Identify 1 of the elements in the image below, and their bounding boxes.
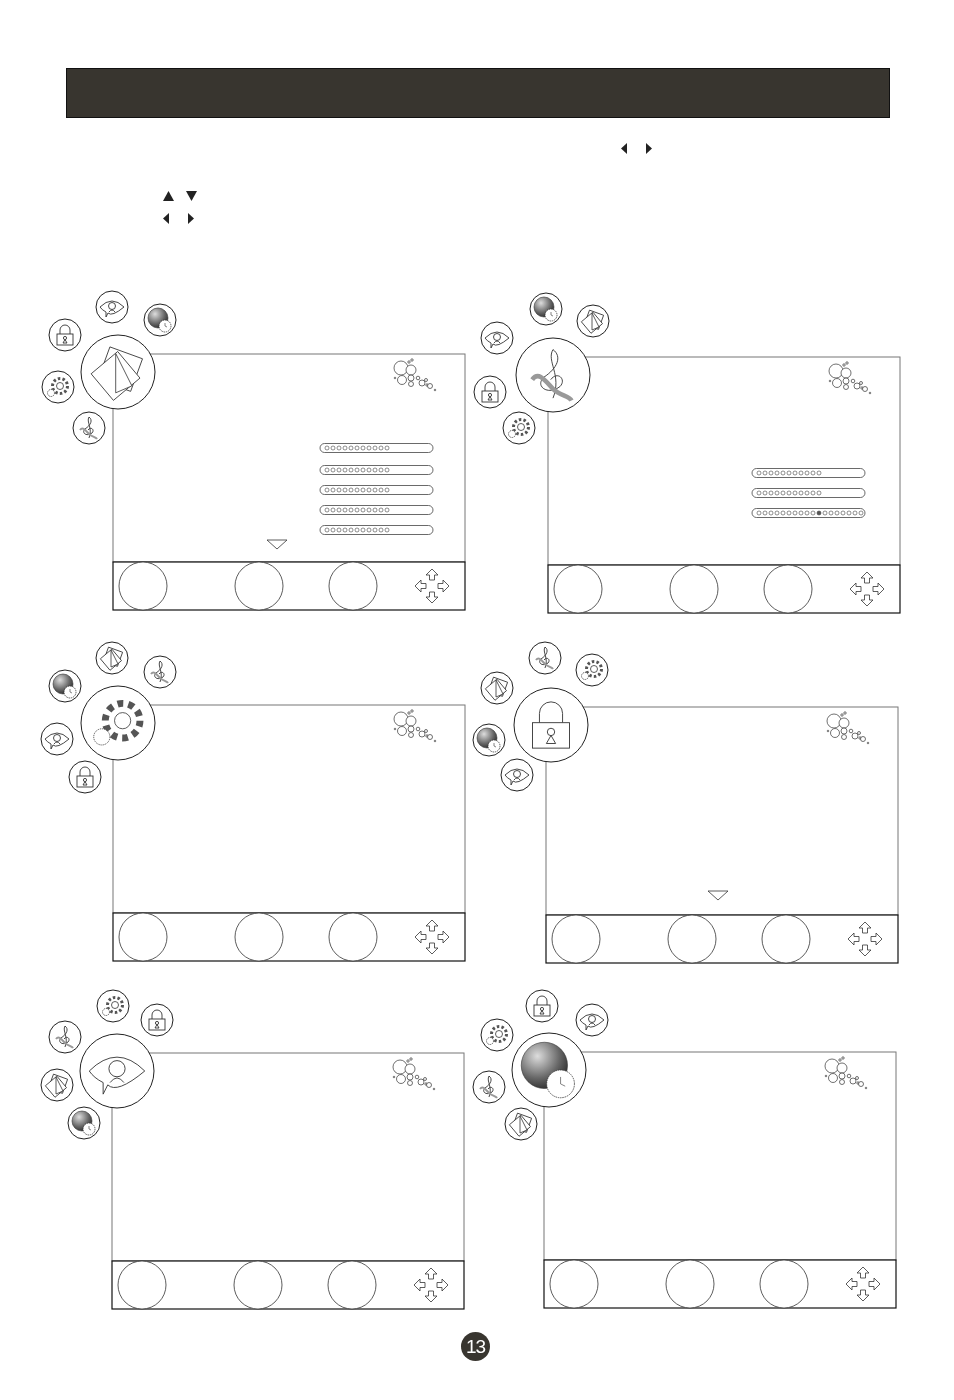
page-number: 13 bbox=[461, 1332, 490, 1361]
